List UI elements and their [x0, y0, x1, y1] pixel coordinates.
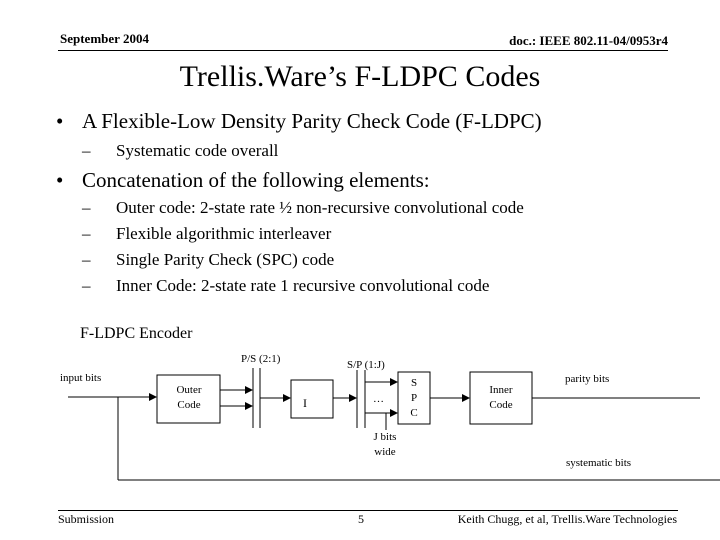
bullet-1-sub-1: – Systematic code overall — [82, 141, 278, 161]
bullet-2-text: Concatenation of the following elements: — [82, 168, 430, 192]
bullet-2: • Concatenation of the following elements… — [56, 168, 430, 193]
bullet-2-sub-3-text: Single Parity Check (SPC) code — [116, 250, 335, 269]
slide-title: Trellis.Ware’s F-LDPC Codes — [179, 60, 541, 93]
footer-submission: Submission — [58, 512, 115, 526]
spc-label-s: S — [411, 377, 417, 389]
inner-code-label-2: Code — [489, 399, 512, 411]
header-date: September 2004 — [60, 31, 149, 46]
outer-code-label-2: Code — [177, 399, 200, 411]
sub-dash: – — [82, 141, 91, 160]
bullet-2-sub-4: – Inner Code: 2-state rate 1 recursive co… — [82, 276, 489, 296]
bullet-2-sub-1: – Outer code: 2-state rate ½ non-recursiv… — [82, 198, 524, 218]
interleaver-box — [290, 379, 334, 419]
header-rule — [58, 50, 668, 51]
parity-bits-label: parity bits — [565, 373, 609, 385]
bullet-2-sub-4-text: Inner Code: 2-state rate 1 recursive con… — [116, 276, 490, 295]
bullet-1: • A Flexible-Low Density Parity Check Cod… — [56, 109, 542, 134]
jbits-label-1: J bits — [374, 431, 397, 443]
footer-authors: Keith Chugg, et al, Trellis.Ware Technol… — [457, 512, 677, 526]
bullet-2-sub-2-text: Flexible algorithmic interleaver — [116, 224, 332, 243]
spc-label-p: P — [411, 392, 417, 404]
inner-code-label-1: Inner — [489, 384, 513, 396]
footer-rule — [58, 510, 678, 511]
interleaver-label: I — [303, 396, 307, 410]
footer-page-number: 5 — [358, 512, 364, 526]
bullet-1-text: A Flexible-Low Density Parity Check Code… — [82, 109, 542, 133]
bullet-2-sub-1-text: Outer code: 2-state rate ½ non-recursive… — [116, 198, 524, 217]
sub-dash: – — [82, 276, 91, 295]
sub-dash: – — [82, 198, 91, 217]
spc-label-c: C — [410, 407, 417, 419]
bullet-1-sub-1-text: Systematic code overall — [116, 141, 279, 160]
outer-code-label-1: Outer — [176, 384, 201, 396]
outer-code-box — [156, 374, 221, 424]
header-doc-id: doc.: IEEE 802.11-04/0953r4 — [509, 33, 668, 48]
input-bits-label: input bits — [60, 372, 101, 384]
bullet-2-sub-3: – Single Parity Check (SPC) code — [82, 250, 334, 270]
inner-code-box — [469, 371, 533, 425]
diagram-caption: F-LDPC Encoder — [80, 325, 193, 342]
sp-ellipsis: … — [373, 393, 384, 405]
sub-dash: – — [82, 224, 91, 243]
bullet-dot: • — [56, 109, 64, 133]
sub-dash: – — [82, 250, 91, 269]
bullet-2-sub-2: – Flexible algorithmic interleaver — [82, 224, 331, 244]
systematic-bits-label: systematic bits — [566, 457, 631, 469]
ps-label: P/S (2:1) — [241, 353, 281, 365]
sp-label: S/P (1:J) — [347, 359, 385, 371]
bullet-dot: • — [56, 168, 64, 192]
jbits-label-2: wide — [374, 446, 396, 458]
